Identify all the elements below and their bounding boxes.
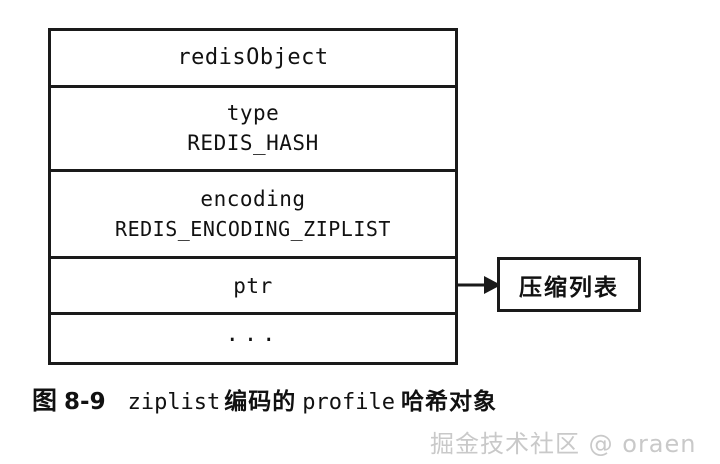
caption-object-name: profile (302, 390, 396, 415)
struct-header-label: redisObject (177, 45, 329, 71)
caption-text-encoding-of: 编码的 (224, 389, 297, 415)
field-value-type: REDIS_HASH (187, 131, 319, 156)
struct-row-header: redisObject (51, 31, 455, 88)
ziplist-target-box: 压缩列表 (497, 257, 641, 312)
redis-object-struct-box: redisObject type REDIS_HASH encoding RED… (48, 28, 458, 365)
field-name-type: type (226, 101, 280, 126)
arrow-right-icon (457, 276, 501, 294)
ziplist-label: 压缩列表 (519, 274, 619, 301)
caption-figure-word: 图 (32, 386, 59, 415)
field-name-ellipsis: ... (225, 322, 281, 348)
caption-figure-number: 8-9 (64, 389, 106, 415)
struct-row-encoding: encoding REDIS_ENCODING_ZIPLIST (51, 172, 455, 259)
struct-row-type: type REDIS_HASH (51, 88, 455, 172)
struct-row-ellipsis: ... (51, 315, 455, 362)
field-value-encoding: REDIS_ENCODING_ZIPLIST (115, 216, 391, 241)
field-name-ptr: ptr (233, 273, 273, 298)
watermark-text: 掘金技术社区 @ oraen (430, 430, 697, 458)
field-name-encoding: encoding (200, 186, 306, 211)
figure-caption: 图 8-9 ziplist 编码的 profile 哈希对象 (32, 381, 497, 417)
struct-row-ptr: ptr (51, 259, 455, 316)
caption-encoding-name: ziplist (127, 390, 221, 415)
caption-text-hash-object: 哈希对象 (401, 389, 498, 415)
